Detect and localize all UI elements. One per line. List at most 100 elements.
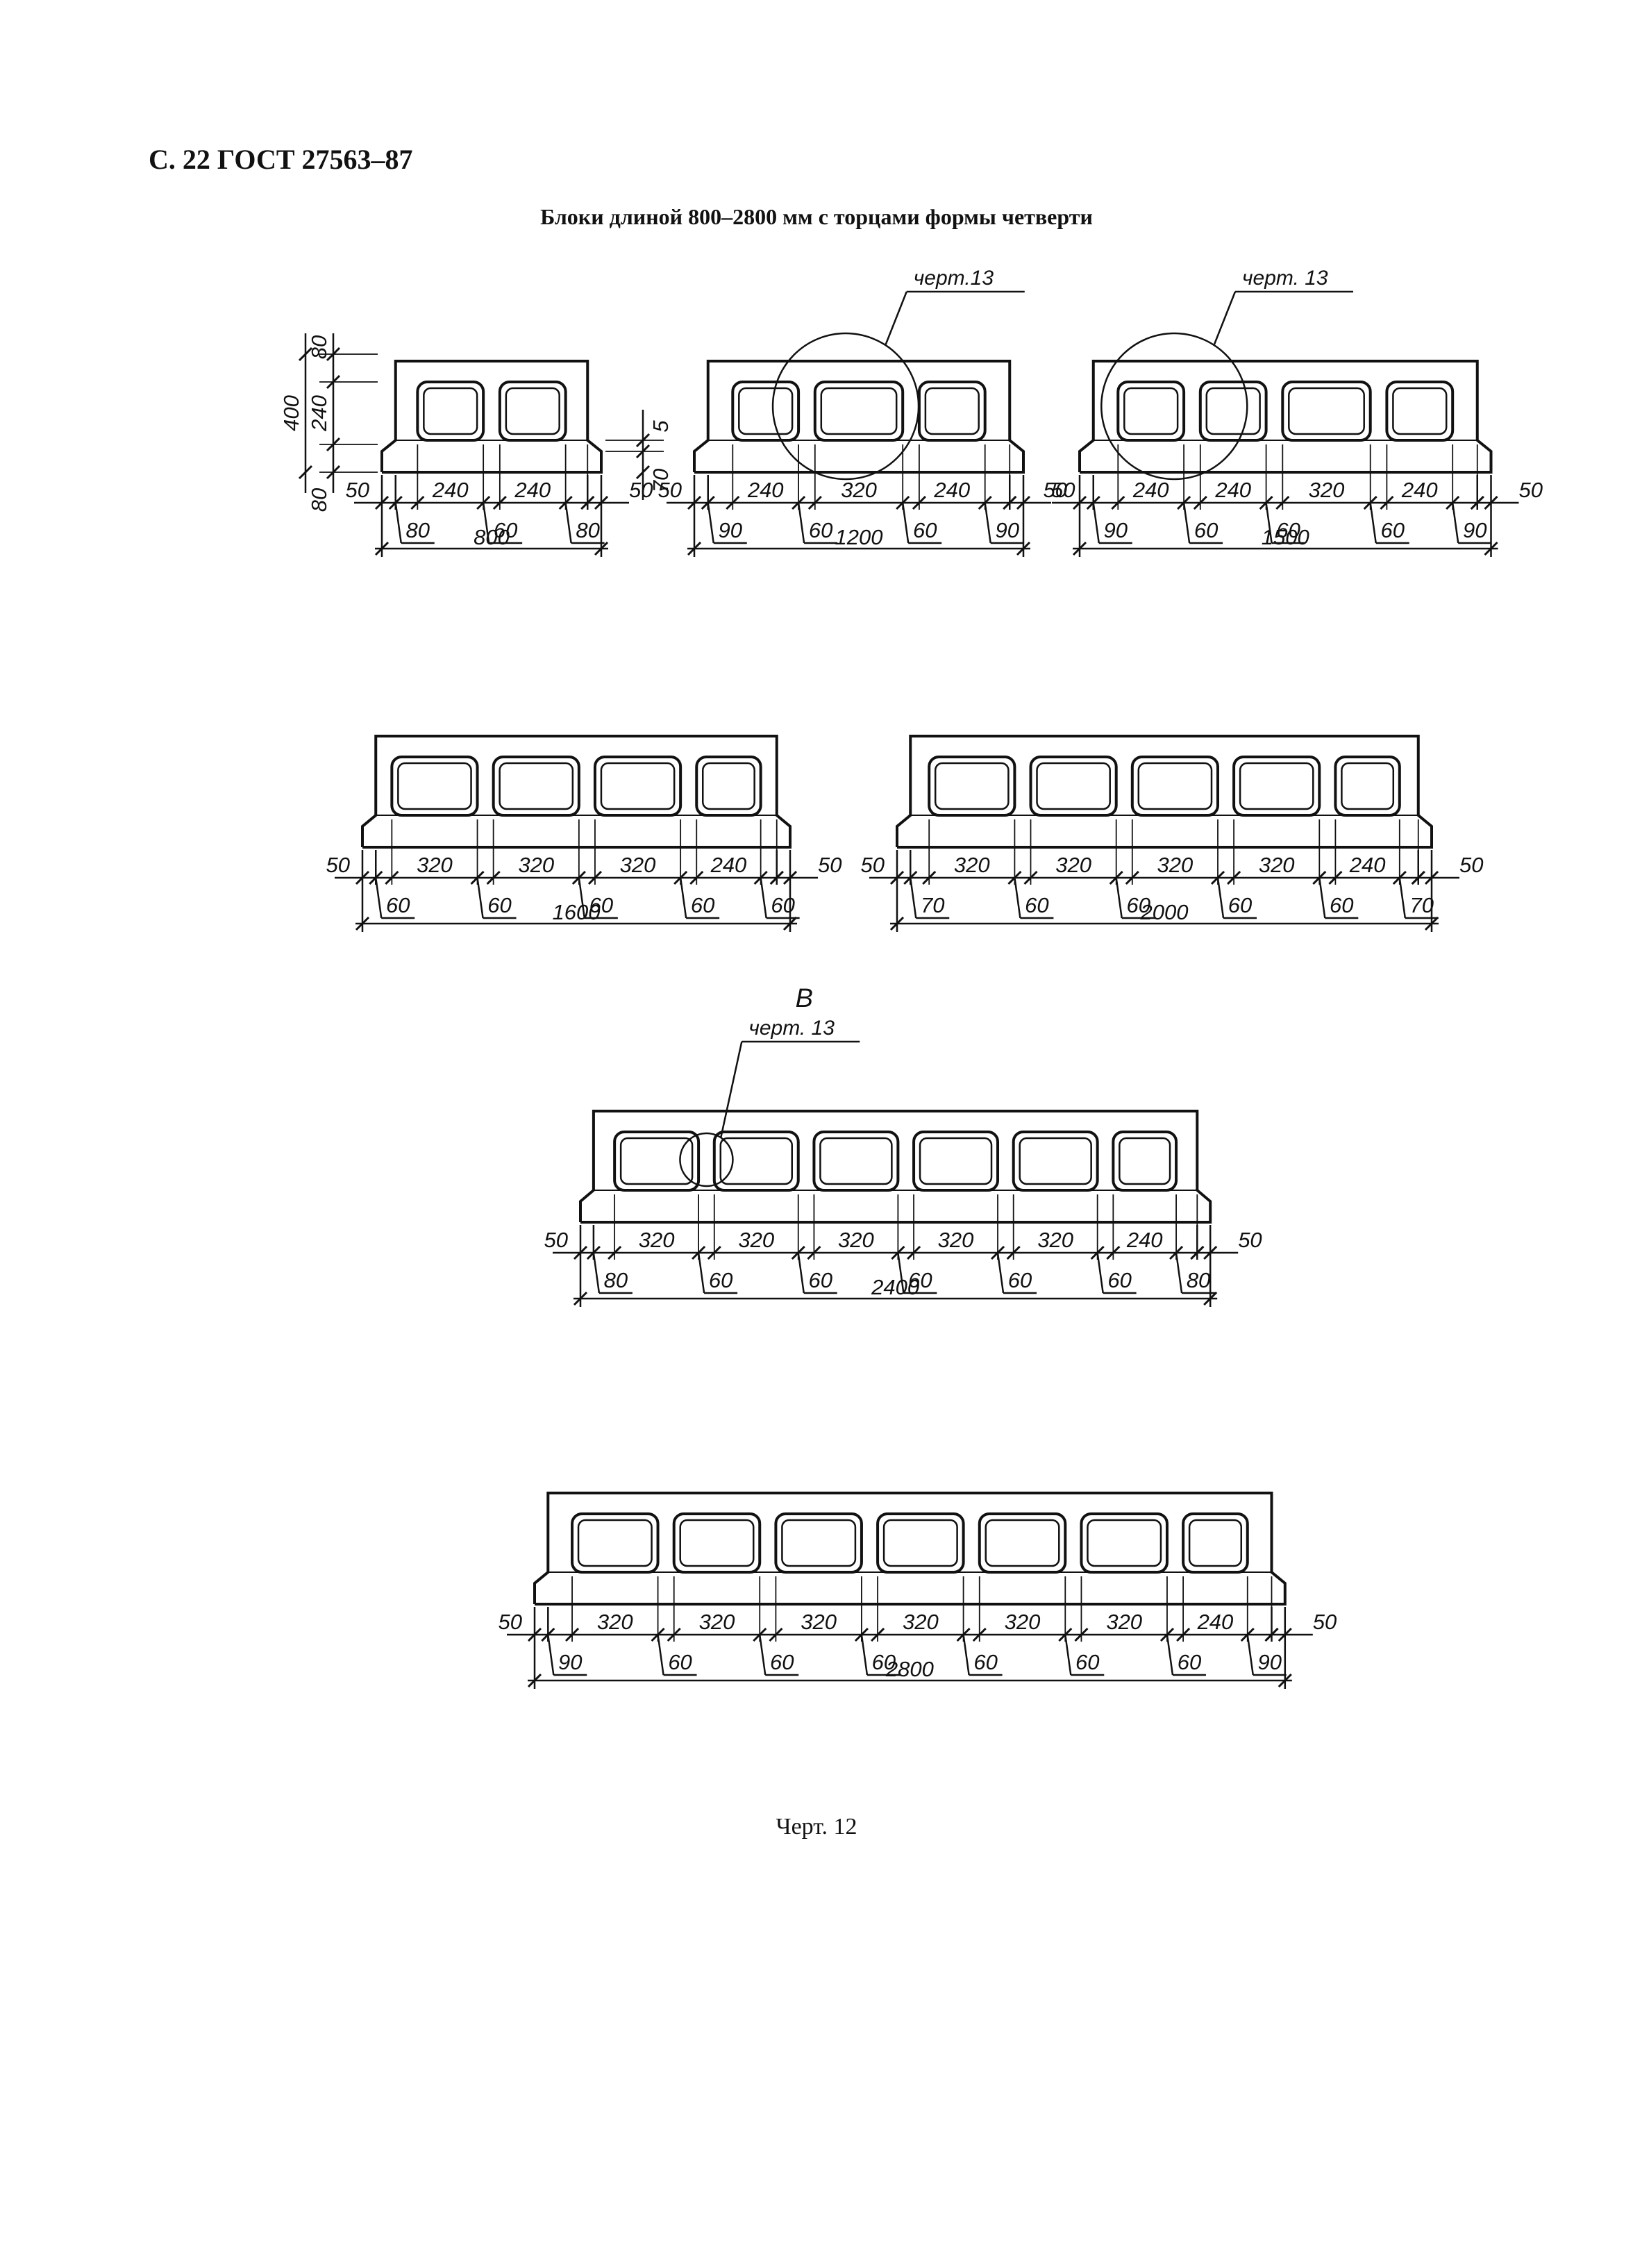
dim-total: 2800 <box>885 1657 934 1681</box>
leader <box>592 1252 601 1294</box>
leader <box>860 1634 869 1676</box>
dim-tick <box>1278 1673 1292 1688</box>
dim-gap: 60 <box>589 893 613 917</box>
void-inner <box>397 762 472 810</box>
dim-tick <box>527 1627 542 1642</box>
leader <box>1369 502 1377 544</box>
dim-gap: 60 <box>1276 518 1300 542</box>
dim-height-total: 400 <box>279 395 303 431</box>
void-inner <box>1392 387 1448 435</box>
dim-void: 320 <box>801 1610 837 1634</box>
dim-tick <box>707 1245 721 1260</box>
block-outline <box>1078 360 1493 474</box>
void-inner <box>1341 762 1395 810</box>
dim-tick <box>922 870 937 885</box>
dim-tick <box>326 347 341 362</box>
void-inner <box>1036 762 1111 810</box>
callout-leader <box>720 1041 743 1137</box>
block-outline <box>896 735 1433 849</box>
dim-end-left: 50 <box>658 478 682 502</box>
dim-tick <box>298 347 313 362</box>
dim-void: 320 <box>1309 478 1345 502</box>
dim-void: 320 <box>620 853 656 877</box>
dim-gap: 60 <box>691 893 714 917</box>
dim-tick <box>1227 870 1241 885</box>
dim-void: 240 <box>1349 853 1386 877</box>
block-drawings: 50508024060240808008024080400570черт.13А… <box>279 267 1543 1689</box>
dim-tick <box>1203 1291 1218 1306</box>
dim-tick <box>769 1627 783 1642</box>
dim-tick <box>594 495 609 510</box>
dim-tick <box>374 495 390 510</box>
void <box>1232 756 1321 817</box>
void-inner <box>924 387 980 435</box>
dim-void: 240 <box>747 478 784 502</box>
dim-total: 800 <box>474 525 510 549</box>
void <box>731 381 801 442</box>
leader <box>1451 502 1459 544</box>
dim-end-left: 50 <box>861 853 885 877</box>
dim-tick <box>871 1627 885 1642</box>
leader <box>1398 877 1407 919</box>
callout-circle <box>1100 332 1248 481</box>
leader <box>1092 502 1100 544</box>
dim-total: 2000 <box>1140 900 1189 924</box>
dim-gap: 60 <box>771 893 794 917</box>
dim-gap: 60 <box>913 518 937 542</box>
leader <box>375 877 383 919</box>
leader <box>1182 502 1191 544</box>
dim-tick <box>326 374 341 390</box>
dim-void: 240 <box>710 853 747 877</box>
dim-tick <box>807 495 822 510</box>
dim-tick <box>1176 1627 1191 1642</box>
dim-gap: 80 <box>604 1268 628 1292</box>
void-inner <box>1205 387 1261 435</box>
dim-tick <box>635 433 651 448</box>
dim-gap: 60 <box>494 518 517 542</box>
dim-total: 1200 <box>835 525 883 549</box>
dim-gap: 80 <box>1187 1268 1210 1292</box>
dim-tick <box>912 495 926 510</box>
dim-void: 320 <box>639 1228 675 1252</box>
dim-tick <box>298 465 313 480</box>
leader <box>897 1252 905 1294</box>
dim-tick <box>1023 870 1038 885</box>
dim-void: 320 <box>954 853 990 877</box>
void-inner <box>781 1519 857 1567</box>
dim-void: 240 <box>933 478 970 502</box>
dim-tick <box>1275 495 1290 510</box>
dim-tick <box>1125 870 1139 885</box>
dim-tick <box>1016 541 1031 556</box>
dim-tick <box>385 870 399 885</box>
void <box>1080 1512 1169 1574</box>
void-inner <box>934 762 1010 810</box>
dim-gap: 80 <box>576 518 599 542</box>
void-inner <box>919 1137 993 1185</box>
dim-gap: 60 <box>1228 893 1252 917</box>
page-header: С. 22 ГОСТ 27563–87 <box>149 144 413 175</box>
dim-tick <box>355 916 370 931</box>
void <box>928 756 1016 817</box>
void-inner <box>505 387 560 435</box>
dim-tick <box>1424 870 1439 885</box>
dim-tick <box>726 495 740 510</box>
callout-circle <box>679 1132 734 1187</box>
dim-gap: 90 <box>1258 1650 1282 1674</box>
leader <box>547 1634 555 1676</box>
dim-tick <box>782 870 798 885</box>
void <box>1116 381 1186 442</box>
void <box>912 1131 1000 1192</box>
dim-tick <box>564 1627 580 1642</box>
dim-gap: 60 <box>872 1650 896 1674</box>
dim-void: 320 <box>838 1228 874 1252</box>
dim-void: 320 <box>699 1610 735 1634</box>
block-2000 <box>896 735 1433 849</box>
dim-gap: 60 <box>386 893 410 917</box>
dim-tick <box>1072 495 1087 510</box>
leader <box>1064 1634 1072 1676</box>
void-inner <box>820 387 898 435</box>
void <box>978 1512 1067 1574</box>
dim-gap: 60 <box>1075 1650 1099 1674</box>
void-inner <box>1119 1137 1171 1185</box>
dim-tick <box>1470 495 1484 510</box>
